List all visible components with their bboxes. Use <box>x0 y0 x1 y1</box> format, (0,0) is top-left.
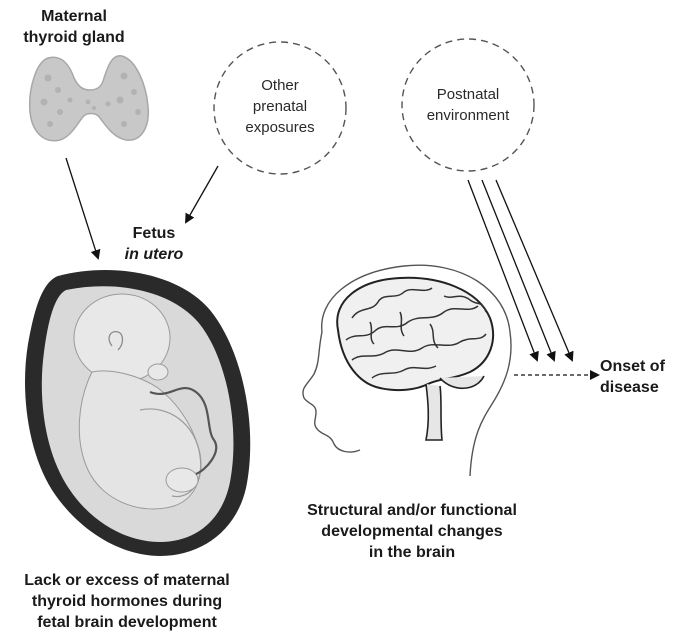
fetus-label: Fetus in utero <box>106 223 202 265</box>
postnatal-label: Postnatal environment <box>403 84 533 126</box>
brain-caption: Structural and/or functional development… <box>276 500 548 563</box>
fetus-label-line1: Fetus <box>106 223 202 244</box>
thyroid-label: Maternal thyroid gland <box>14 6 134 48</box>
thyroid-label-line1: Maternal <box>14 6 134 27</box>
postnatal-label-line2: environment <box>403 105 533 126</box>
fetus-illustration <box>25 270 250 556</box>
prenatal-label-line1: Other <box>215 75 345 96</box>
brain-illustration <box>303 265 511 476</box>
thyroid-gland-illustration <box>30 56 149 141</box>
fetal-caption-line3: fetal brain development <box>0 612 254 633</box>
brain-caption-line1: Structural and/or functional <box>276 500 548 521</box>
postnatal-label-line1: Postnatal <box>403 84 533 105</box>
onset-label: Onset of disease <box>600 356 682 398</box>
prenatal-label-line2: prenatal <box>215 96 345 117</box>
prenatal-label: Other prenatal exposures <box>215 75 345 138</box>
onset-label-line1: Onset of <box>600 356 682 377</box>
thyroid-label-line2: thyroid gland <box>14 27 134 48</box>
fetal-caption-line1: Lack or excess of maternal <box>0 570 254 591</box>
prenatal-label-line3: exposures <box>215 117 345 138</box>
brain-caption-line2: developmental changes <box>276 521 548 542</box>
onset-label-line2: disease <box>600 377 682 398</box>
fetal-caption-line2: thyroid hormones during <box>0 591 254 612</box>
prenatal-to-fetus-arrow <box>186 166 218 222</box>
fetal-caption: Lack or excess of maternal thyroid hormo… <box>0 570 254 633</box>
fetus-label-line2: in utero <box>106 244 202 265</box>
brain-caption-line3: in the brain <box>276 542 548 563</box>
thyroid-to-fetus-arrow <box>66 158 98 258</box>
